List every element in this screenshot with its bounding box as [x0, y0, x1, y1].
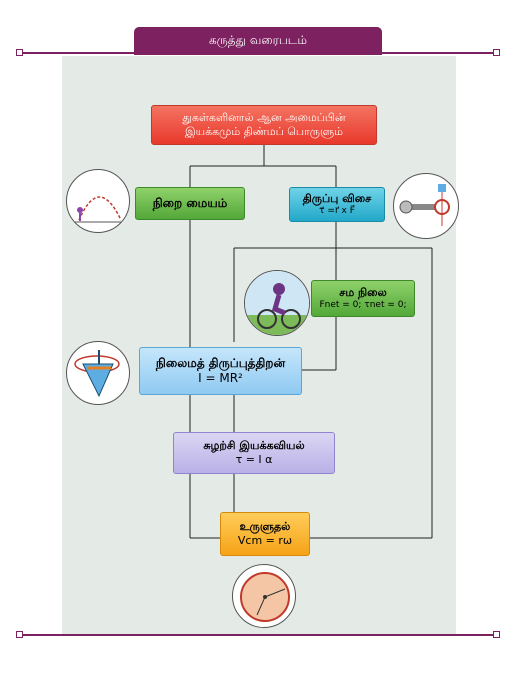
cyclist-balance-icon: [244, 270, 310, 336]
center-of-mass-label: நிறை மையம்: [152, 196, 228, 210]
footer-rule: [20, 634, 496, 636]
rotational-dynamics-formula: τ = I α: [235, 453, 273, 466]
torque-formula: τ⃗ =r⃗ x F⃗: [319, 205, 355, 216]
rotational-dynamics-label: சுழற்சி இயக்கவியல்: [203, 439, 305, 453]
root-concept-box: துகள்களினால் ஆன அமைப்பின் இயக்கமும் திண்…: [151, 105, 377, 145]
torque-box: திருப்பு விசை τ⃗ =r⃗ x F⃗: [289, 187, 385, 222]
footer-rule-end-left: [16, 631, 23, 638]
rolling-disc-icon: [232, 564, 296, 628]
center-of-mass-box: நிறை மையம்: [135, 187, 245, 220]
spinning-top-icon: [66, 341, 130, 405]
moment-of-inertia-formula: I = MR²: [198, 371, 243, 385]
footer-rule-end-right: [493, 631, 500, 638]
moment-of-inertia-label: நிலைமத் திருப்புத்திறன்: [155, 356, 286, 370]
equilibrium-box: சம நிலை Fnet = 0; τnet = 0;: [311, 280, 415, 317]
rolling-box: உருளுதல் Vcm = rω: [220, 512, 310, 556]
rolling-label: உருளுதல்: [239, 520, 291, 534]
root-concept-line1: துகள்களினால் ஆன அமைப்பின்: [182, 111, 346, 125]
rotational-dynamics-box: சுழற்சி இயக்கவியல் τ = I α: [173, 432, 335, 474]
torque-label: திருப்பு விசை: [302, 192, 372, 205]
equilibrium-formula: Fnet = 0; τnet = 0;: [319, 299, 407, 310]
header-rule-end-right: [493, 49, 500, 56]
rolling-formula: Vcm = rω: [237, 534, 293, 547]
header-rule-end-left: [16, 49, 23, 56]
page-title: கருத்து வரைபடம்: [134, 27, 382, 55]
equilibrium-label: சம நிலை: [339, 286, 387, 299]
moment-of-inertia-box: நிலைமத் திருப்புத்திறன் I = MR²: [139, 347, 302, 395]
wrench-torque-icon: [393, 173, 459, 239]
projectile-motion-icon: [66, 169, 130, 233]
root-concept-line2: இயக்கமும் திண்மப் பொருளும்: [184, 125, 344, 138]
